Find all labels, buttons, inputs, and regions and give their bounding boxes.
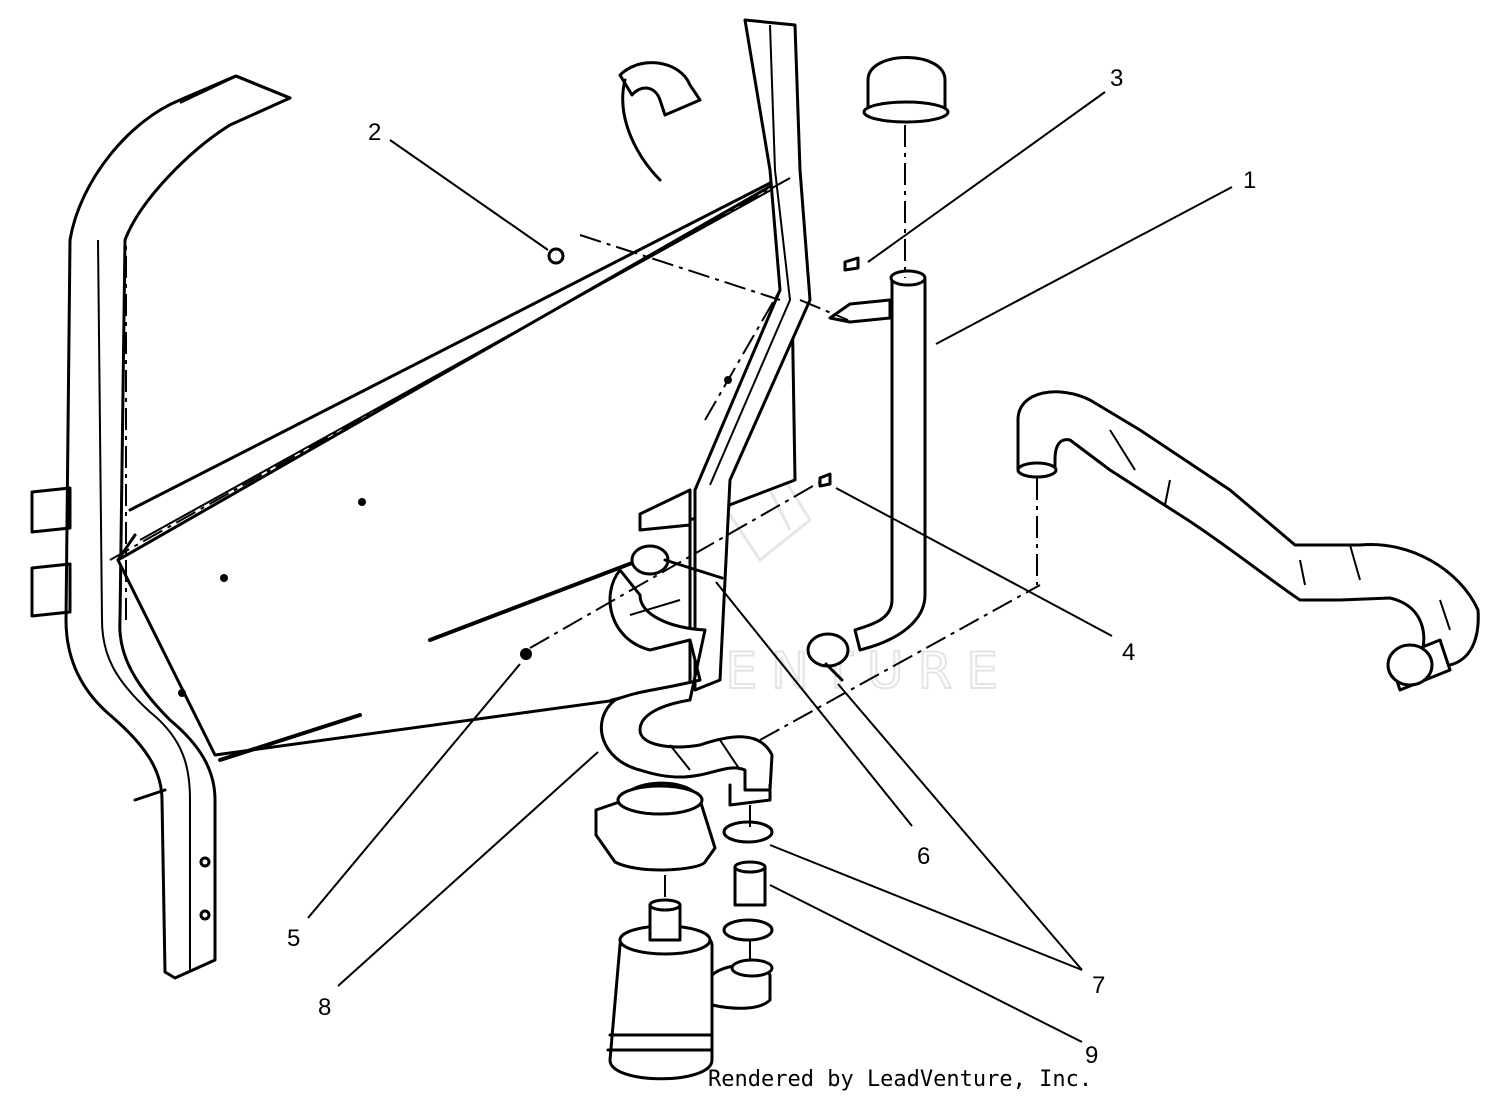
pipe-cap	[862, 56, 950, 124]
part-2-nut	[547, 247, 565, 265]
callout-6: 6	[917, 843, 930, 870]
part-6-clamp	[630, 544, 724, 580]
part-8-hose	[599, 568, 774, 807]
callout-3: 3	[1110, 65, 1123, 92]
upper-hose	[618, 61, 702, 182]
part-7-clamps	[722, 632, 850, 942]
air-filter	[606, 898, 774, 1081]
part-1-pipe	[853, 269, 927, 652]
part-9-coupler	[733, 860, 767, 907]
callout-2: 2	[368, 119, 381, 146]
part-5-nut	[520, 648, 532, 660]
callout-labels: 1 2 3 4 5 6 7 8 9	[287, 65, 1256, 1069]
callout-7: 7	[1092, 972, 1105, 999]
upright-tube	[693, 18, 812, 692]
callout-4: 4	[1122, 639, 1135, 666]
callout-5: 5	[287, 925, 300, 952]
callout-9: 9	[1085, 1042, 1098, 1069]
center-lines	[109, 125, 1041, 960]
part-4-bolt	[818, 472, 832, 488]
credit-text: Rendered by LeadVenture, Inc.	[708, 1067, 1092, 1092]
rear-panel	[116, 173, 797, 802]
leader-lines	[307, 91, 1233, 1043]
right-hose	[1016, 390, 1480, 692]
rops-frame	[30, 74, 292, 980]
filter-bracket	[594, 781, 717, 872]
part-3-bolt	[828, 256, 892, 324]
callout-1: 1	[1243, 167, 1256, 194]
callout-8: 8	[318, 994, 331, 1021]
